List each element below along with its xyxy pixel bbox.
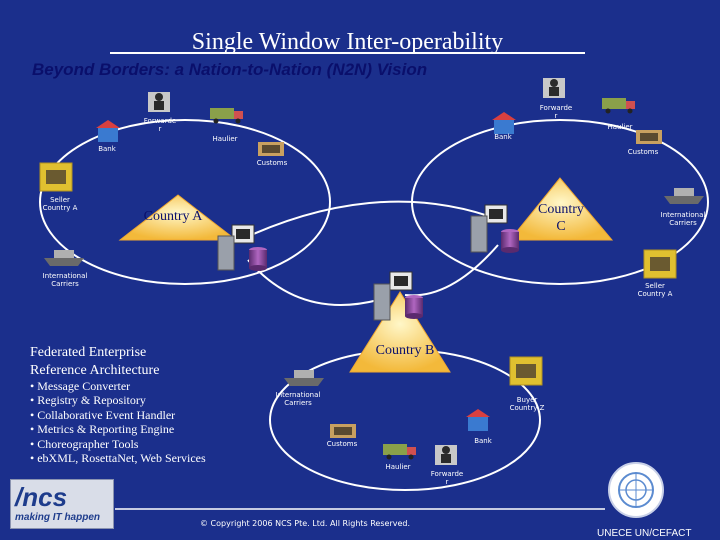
fear-heading: Federated Enterprise Reference Architect…: [30, 344, 159, 380]
bank-a-label: Bank: [98, 145, 116, 153]
buyer-label-line2: Country Z: [509, 404, 545, 412]
building-icon: [492, 112, 516, 134]
forwarder-b-label-line2: r: [445, 478, 449, 486]
title-underline: [110, 52, 585, 54]
server-country-c: [470, 204, 519, 253]
customs-icon: [636, 130, 662, 144]
fear-heading-line1: Federated Enterprise: [30, 345, 147, 360]
link-a-b: [247, 259, 379, 306]
forwarder-c-label-line1: Forwarde: [539, 104, 573, 112]
forwarder-a-label-line2: r: [158, 125, 162, 133]
triangle-country-c: [508, 177, 614, 241]
person-icon: [543, 78, 565, 98]
intl-carriers-right-label-line2: Carriers: [669, 219, 697, 227]
un-emblem-icon: [618, 472, 654, 508]
link-c-b: [404, 244, 499, 297]
seller-a-label-line1: Seller: [50, 196, 70, 204]
seller-a-label: Seller Country A: [35, 196, 85, 212]
forwarder-b-label: Forwarde r: [426, 470, 468, 486]
copyright-text: © Copyright 2006 NCS Pte. Ltd. All Right…: [200, 519, 411, 528]
store-icon: [643, 249, 677, 279]
triangle-country-b: [349, 291, 451, 373]
list-item: Registry & Repository: [30, 393, 206, 407]
seller-c-label: Seller Country A: [630, 282, 680, 298]
country-a-label: Country A: [143, 209, 203, 224]
list-item: Message Converter: [30, 379, 206, 393]
store-icon: [509, 356, 543, 386]
triangle-country-a: [118, 194, 238, 241]
customs-b-label: Customs: [326, 440, 358, 448]
customs-icon: [258, 142, 284, 156]
truck-icon: [602, 98, 635, 114]
store-icon: [39, 162, 73, 192]
forwarder-b-label-line1: Forwarde: [430, 470, 464, 478]
un-emblem: [608, 462, 664, 518]
haulier-a-label: Haulier: [212, 135, 238, 143]
ellipse-country-a: [39, 119, 331, 285]
ship-icon: [284, 370, 324, 386]
ship-icon: [44, 250, 84, 266]
server-country-a: [217, 224, 267, 271]
ship-icon: [664, 188, 704, 204]
link-a-c: [239, 200, 501, 241]
org-label: UNECE UN/CEFACT: [597, 528, 692, 539]
intl-carriers-b-label-line2: Carriers: [284, 399, 312, 407]
intl-carriers-left-label-line2: Carriers: [51, 280, 79, 288]
list-item: ebXML, RosettaNet, Web Services: [30, 451, 205, 465]
forwarder-a-label: Forwarde r: [140, 117, 180, 133]
building-icon: [466, 409, 490, 431]
forwarder-c-label-line2: r: [554, 112, 558, 120]
buyer-label-line1: Buyer: [516, 396, 538, 404]
haulier-c-label: Haulier: [607, 123, 633, 131]
page-subtitle: Beyond Borders: a Nation-to-Nation (N2N)…: [32, 60, 428, 79]
building-icon: [96, 120, 120, 142]
page-title: Single Window Inter-operability: [191, 29, 504, 55]
fear-component-list: Message Converter Registry & Repository …: [30, 379, 206, 465]
person-icon: [435, 445, 457, 465]
customs-a-label: Customs: [256, 159, 288, 167]
country-c-label-line2: C: [556, 219, 566, 234]
list-item: Metrics & Reporting Engine: [30, 422, 206, 436]
truck-icon: [210, 108, 243, 124]
bank-b-label: Bank: [474, 437, 492, 445]
forwarder-a-label-line1: Forwarde: [143, 117, 177, 125]
seller-a-label-line2: Country A: [42, 204, 78, 212]
country-b-label: Country B: [375, 343, 435, 358]
central-triangle: [180, 288, 560, 460]
customs-icon: [330, 424, 356, 438]
customs-c-label: Customs: [627, 148, 659, 156]
seller-c-label-line1: Seller: [645, 282, 665, 290]
bank-c-label: Bank: [494, 133, 512, 141]
ncs-logo-mark: /ncs: [15, 482, 68, 512]
intl-carriers-left-label: International Carriers: [36, 272, 94, 288]
ncs-logo-tagline: making IT happen: [15, 512, 101, 523]
ncs-logo: /ncs making IT happen: [10, 479, 114, 529]
country-c-label-line1: Country: [538, 202, 584, 217]
intl-carriers-b-label: International Carriers: [270, 391, 326, 407]
intl-carriers-b-label-line1: International: [275, 391, 321, 399]
forwarder-c-label: Forwarde r: [536, 104, 576, 120]
intl-carriers-right-label-line1: International: [660, 211, 706, 219]
intl-carriers-right-label: International Carriers: [654, 211, 712, 227]
fear-heading-line2: Reference Architecture: [30, 363, 160, 378]
haulier-b-label: Haulier: [385, 463, 411, 471]
list-item: Collaborative Event Handler: [30, 408, 206, 422]
server-country-b: [373, 271, 423, 321]
seller-c-label-line2: Country A: [637, 290, 673, 298]
intl-carriers-left-label-line1: International: [42, 272, 88, 280]
person-icon: [148, 92, 170, 112]
country-c-label: Country C: [528, 201, 594, 235]
list-item: Choreographer Tools: [30, 437, 206, 451]
buyer-label: Buyer Country Z: [502, 396, 552, 412]
truck-icon: [383, 444, 416, 460]
